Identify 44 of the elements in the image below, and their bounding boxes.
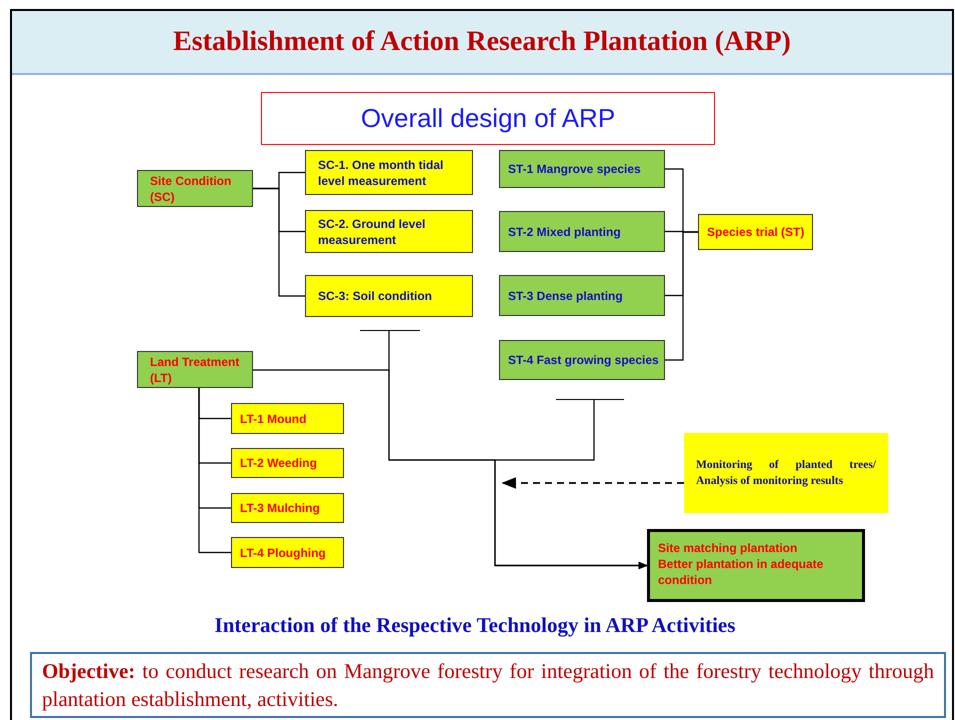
result-box — [647, 529, 865, 602]
process-box — [305, 275, 473, 317]
process-box — [137, 351, 253, 388]
node-label: LT-4 Ploughing — [240, 544, 326, 560]
process-box — [231, 493, 344, 523]
node-label: LT-1 Mound — [240, 410, 306, 426]
node-label: Site matching plantation — [658, 540, 798, 556]
caption: Interaction of the Respective Technology in ARP Activities — [214, 612, 736, 639]
process-box — [305, 210, 473, 253]
node-label: SC-2. Ground level measurement — [318, 216, 426, 248]
process-box — [231, 448, 344, 478]
process-box — [698, 214, 813, 250]
node-label: Land Treatment (LT) — [150, 354, 240, 386]
heading-box — [261, 92, 715, 145]
process-box — [137, 170, 253, 207]
connector-line — [198, 388, 231, 554]
process-box — [499, 211, 665, 252]
node-label: SC-1. One month tidal level measurement — [318, 156, 444, 188]
title: Establishment of Action Research Plantation (ARP) — [173, 25, 791, 59]
arrow — [494, 400, 648, 570]
node-label: Better plantation in adequate condition — [658, 556, 824, 588]
connector-line — [665, 231, 698, 361]
process-box — [499, 340, 665, 380]
process-box — [499, 150, 665, 188]
node-label: Monitoring of planted trees/ Analysis of monitoring results — [696, 458, 876, 489]
node-label: LT-3 Mulching — [240, 500, 320, 516]
process-box — [499, 275, 665, 316]
dashed-arrow — [502, 477, 684, 489]
node-label: ST-4 Fast growing species — [508, 352, 659, 368]
process-box — [231, 537, 344, 568]
process-box — [231, 403, 344, 434]
process-box — [305, 150, 473, 195]
connector-line — [253, 188, 305, 297]
objective-box — [30, 652, 946, 718]
node-label: ST-2 Mixed planting — [508, 224, 621, 240]
node-label: Overall design of ARP — [360, 102, 616, 135]
node-label: ST-3 Dense planting — [508, 288, 623, 304]
note-box — [684, 433, 888, 513]
node-label: ST-1 Mangrove species — [508, 161, 641, 177]
node-label: SC-3: Soil condition — [318, 288, 432, 304]
node-label: Species trial (ST) — [707, 224, 804, 240]
node-label: Objective: to conduct research on Mangrove forestry for integration of the forestry technology through plantation establishment, activities. — [42, 658, 934, 713]
node-label: Site Condition (SC) — [150, 172, 232, 204]
node-label: LT-2 Weeding — [240, 455, 317, 471]
